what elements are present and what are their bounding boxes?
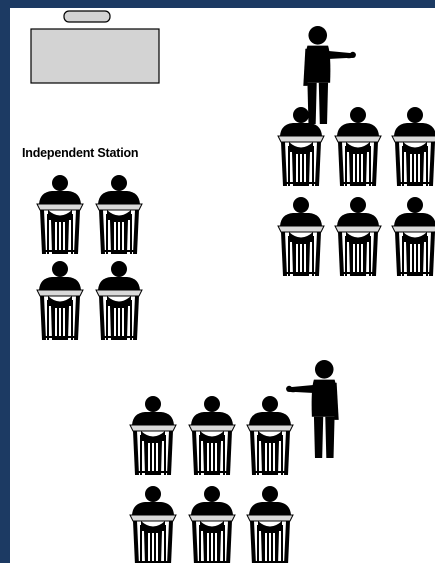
student-figure [247, 486, 293, 563]
student-figure [96, 261, 142, 340]
student-figure [278, 197, 324, 276]
student-figure [37, 261, 83, 340]
teacher-figure [286, 360, 339, 458]
student-figure [247, 396, 293, 475]
student-figure [335, 197, 381, 276]
classroom-diagram: Independent Station [10, 8, 435, 563]
teacher-figure [303, 26, 356, 124]
teacher-desk-top [31, 29, 159, 83]
student-figure [189, 486, 235, 563]
student-figure [37, 175, 83, 254]
independent-station-group [37, 175, 142, 340]
independent-station-label: Independent Station [22, 146, 138, 160]
student-figure [130, 486, 176, 563]
teacher-desk-chair [64, 11, 110, 22]
teacher-led-group-top [278, 26, 435, 276]
teacher-led-group-bottom [130, 360, 339, 563]
teacher-desk [31, 11, 159, 83]
student-figure [392, 197, 435, 276]
student-figure [96, 175, 142, 254]
student-figure [335, 107, 381, 186]
student-figure [130, 396, 176, 475]
student-figure [189, 396, 235, 475]
student-figure [278, 107, 324, 186]
classroom-layout [10, 8, 435, 563]
student-figure [392, 107, 435, 186]
